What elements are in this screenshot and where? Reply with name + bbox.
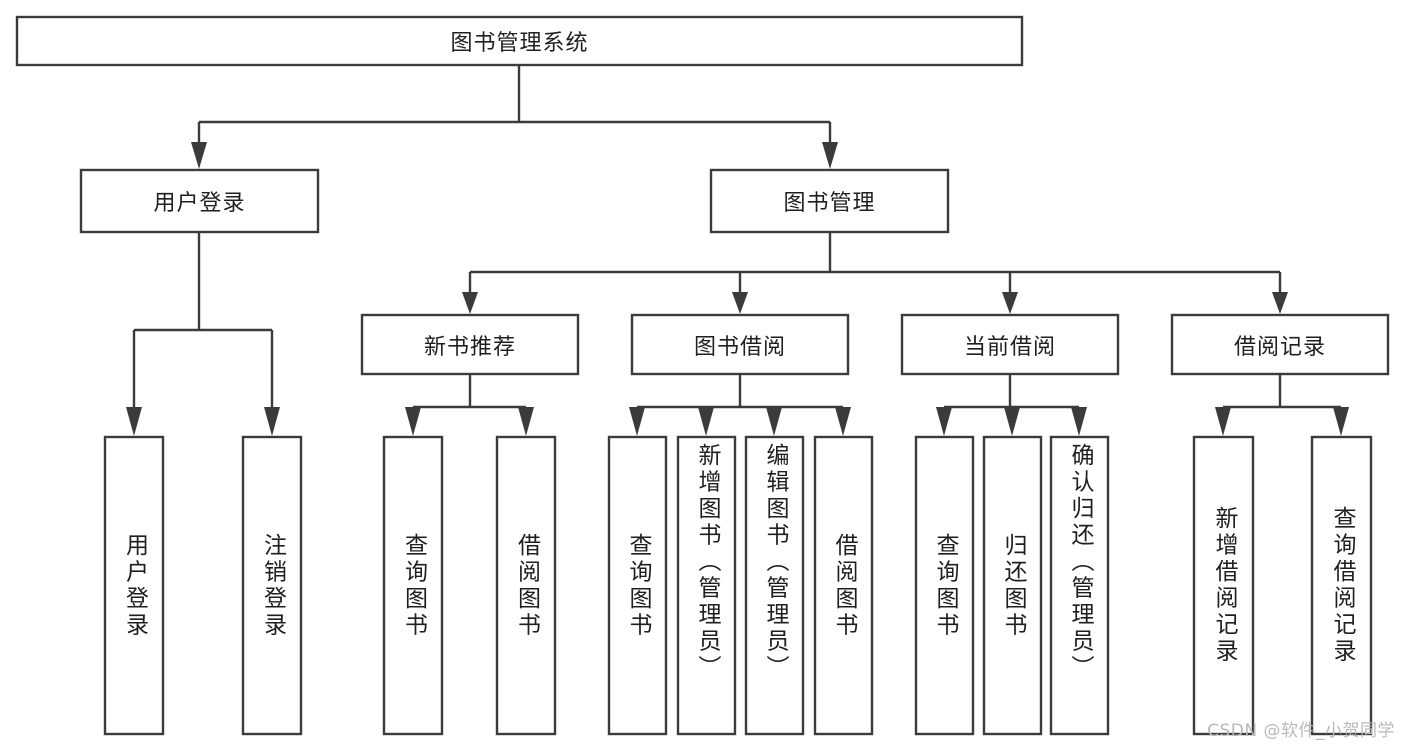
node-box-leaf-borrow-add[interactable] — [676, 435, 737, 736]
node-box-leaf-record-add[interactable] — [1192, 435, 1255, 736]
node-box-borrow-record[interactable] — [1170, 313, 1390, 376]
arrow-to-leaf-borrow-1 — [629, 407, 645, 436]
arrow-to-leaf-borrow-3 — [766, 407, 782, 436]
arrow-to-leaf-record-1 — [1215, 407, 1231, 436]
node-box-leaf-borrow-query[interactable] — [607, 435, 668, 736]
arrow-to-borrowrecord — [1272, 292, 1288, 314]
node-box-leaf-borrow-edit[interactable] — [744, 435, 805, 736]
arrow-to-leaf-user-2 — [264, 407, 280, 436]
arrow-to-leaf-record-2 — [1333, 407, 1349, 436]
node-box-user-login[interactable] — [79, 168, 320, 234]
arrow-to-userlogin — [191, 142, 207, 169]
node-boxes — [15, 15, 1390, 736]
watermark-text: CSDN @软件_小贺同学 — [1207, 721, 1395, 741]
node-box-book-borrow[interactable] — [630, 313, 850, 376]
arrowheads — [126, 142, 1349, 436]
node-box-leaf-user-logout[interactable] — [241, 435, 303, 736]
arrow-to-leaf-borrow-2 — [698, 407, 714, 436]
arrow-to-bookmgmt — [822, 142, 838, 169]
arrow-to-leaf-newbook-1 — [405, 407, 421, 436]
arrow-to-leaf-current-2 — [1004, 407, 1020, 436]
node-box-book-management[interactable] — [709, 168, 950, 234]
arrow-to-bookborrow — [732, 292, 748, 314]
node-box-root[interactable] — [15, 15, 1024, 67]
arrow-to-leaf-current-3 — [1071, 407, 1087, 436]
node-box-leaf-borrow-lend[interactable] — [813, 435, 874, 736]
arrow-to-newbook — [462, 292, 478, 314]
node-box-leaf-current-return[interactable] — [982, 435, 1043, 736]
node-box-new-book-recommend[interactable] — [360, 313, 580, 376]
node-box-leaf-record-query[interactable] — [1310, 435, 1373, 736]
arrow-to-currentborrow — [1002, 292, 1018, 314]
arrow-to-leaf-current-1 — [936, 407, 952, 436]
arrow-to-leaf-newbook-2 — [518, 407, 534, 436]
arrow-to-leaf-borrow-4 — [835, 407, 851, 436]
node-box-leaf-newbook-borrow[interactable] — [495, 435, 557, 736]
node-box-current-borrow[interactable] — [900, 313, 1120, 376]
node-box-leaf-current-query[interactable] — [914, 435, 975, 736]
node-box-leaf-current-confirm[interactable] — [1049, 435, 1110, 736]
node-box-leaf-user-login[interactable] — [103, 435, 165, 736]
arrow-to-leaf-user-1 — [126, 407, 142, 436]
node-box-leaf-newbook-query[interactable] — [382, 435, 444, 736]
